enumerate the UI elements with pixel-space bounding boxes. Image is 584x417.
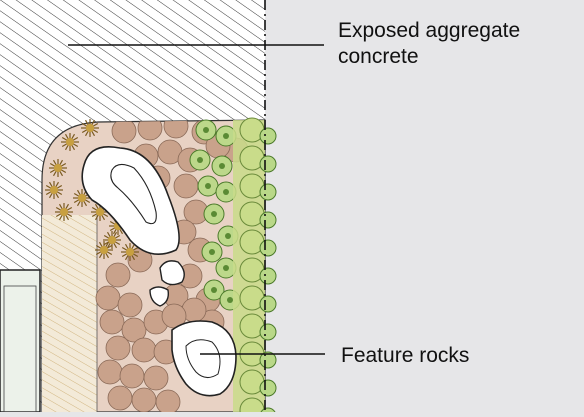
boulder-shrub [121, 317, 147, 343]
feature-rock-bottom [171, 320, 237, 397]
spiky-plant [49, 159, 67, 177]
feature-rock-bottom-inner [185, 339, 221, 378]
boulder-shrub [131, 337, 157, 363]
spiky-plant-center [108, 236, 116, 244]
boulder-shrub [119, 363, 145, 389]
hedge-plant-edge [259, 239, 277, 257]
spiky-plant [61, 133, 79, 151]
boulder-shrub [99, 309, 125, 335]
groundcover-center [197, 157, 203, 163]
hedge-plant-edge [259, 127, 277, 145]
groundcover-center [211, 287, 217, 293]
feature-rock-small-2 [149, 286, 170, 307]
groundcover-center [211, 211, 217, 217]
groundcover-center [205, 183, 211, 189]
groundcover-center [223, 265, 229, 271]
spiky-plant-center [126, 248, 134, 256]
groundcover-center [209, 249, 215, 255]
boulder-shrub [143, 365, 169, 391]
spiky-plant [45, 181, 63, 199]
hedge-plant-edge [259, 183, 277, 201]
spiky-plant-center [86, 124, 94, 132]
groundcover-center [227, 297, 233, 303]
boulder-shrub [105, 262, 131, 288]
hedge-plant-edge [259, 351, 277, 369]
spiky-plant [81, 119, 99, 137]
boulder-shrub [105, 335, 131, 361]
hedge-plant-edge [259, 323, 277, 341]
spiky-plant-center [50, 186, 58, 194]
hedge-plant-edge [259, 155, 277, 173]
hedge-plant-edge [259, 267, 277, 285]
boulder-shrub [111, 120, 137, 144]
groundcover-center [203, 127, 209, 133]
spiky-plant-center [54, 164, 62, 172]
spiky-plant-center [96, 208, 104, 216]
hedge-plant-edge [259, 379, 277, 397]
spiky-plant-center [60, 208, 68, 216]
boulder-shrub [163, 120, 189, 139]
spiky-plants [45, 119, 139, 261]
groundcover-center [219, 163, 225, 169]
boulder-shrub [95, 285, 121, 311]
label-exposed-aggregate-concrete: Exposed aggregate concrete [338, 18, 578, 70]
boulder-shrub [155, 389, 181, 412]
spiky-plant-center [78, 194, 86, 202]
feature-rocks [81, 146, 237, 397]
boulder-shrub [131, 387, 157, 412]
spiky-plant [55, 203, 73, 221]
label-feature-rocks: Feature rocks [341, 344, 470, 367]
boulder-shrub [137, 120, 163, 141]
adjacent-building [0, 269, 41, 413]
lawn-area [265, 0, 584, 412]
hedge-plant-edge [259, 211, 277, 229]
boulder-shrub [117, 292, 143, 318]
boulder-shrub [107, 385, 133, 411]
spiky-plant [73, 189, 91, 207]
label-concrete-line1: Exposed aggregate [338, 19, 521, 42]
paving-strip-hatch [42, 215, 97, 412]
groundcover-center [223, 189, 229, 195]
spiky-plant [95, 241, 113, 259]
hedge-plant-edge [259, 295, 277, 313]
label-concrete-line2: concrete [338, 45, 419, 68]
boulder-shrub [97, 359, 123, 385]
groundcover-center [223, 133, 229, 139]
spiky-plant [121, 243, 139, 261]
feature-rock-large-inner [110, 163, 157, 225]
spiky-plant-center [66, 138, 74, 146]
spiky-plant-center [100, 246, 108, 254]
feature-rock-small-1 [159, 260, 185, 286]
boulder-shrub [173, 173, 199, 199]
groundcover-center [225, 233, 231, 239]
